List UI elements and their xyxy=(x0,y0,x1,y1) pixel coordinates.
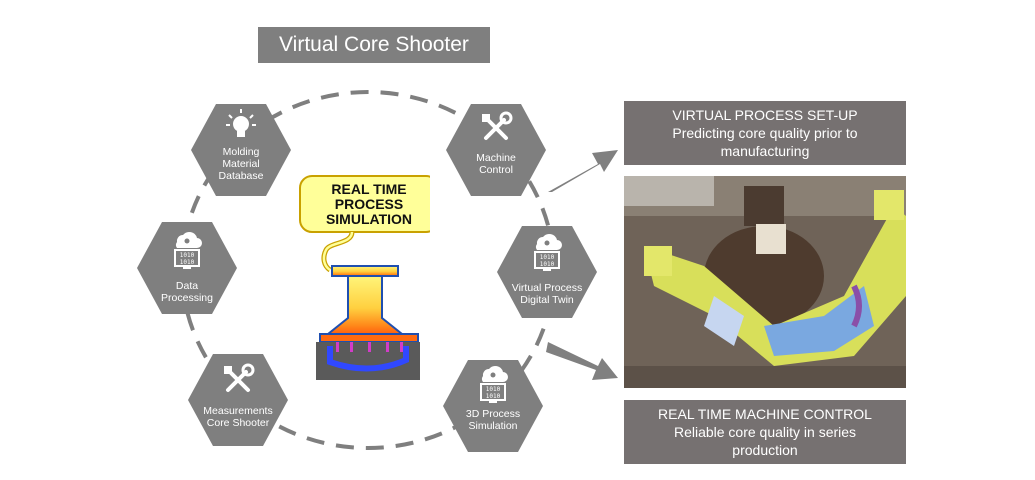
cloud-binary-monitor-icon: 1010 1010 xyxy=(174,231,202,269)
svg-text:1010: 1010 xyxy=(180,252,195,259)
svg-text:1010: 1010 xyxy=(180,259,195,266)
hexagon-shape xyxy=(191,104,291,196)
page-title: Virtual Core Shooter xyxy=(258,27,490,63)
hex-label-line: Core Shooter xyxy=(206,417,270,429)
panel-title: VIRTUAL PROCESS SET-UP xyxy=(672,107,858,123)
tools-icon xyxy=(482,111,513,140)
page-title-text: Virtual Core Shooter xyxy=(279,33,469,56)
hexagon-shape xyxy=(446,104,546,196)
simulation-graphic xyxy=(299,175,430,380)
core-photo xyxy=(624,176,906,388)
speech-bubble xyxy=(299,175,430,233)
hex-label-line: Database xyxy=(218,170,264,182)
bubble-line: PROCESS xyxy=(334,196,404,212)
panel-real-time-machine-control: REAL TIME MACHINE CONTROL Reliable core … xyxy=(624,400,906,464)
hex-label-line: 3D Process xyxy=(465,408,521,420)
hex-label-line: Processing xyxy=(161,292,213,304)
hex-3d-process-simulation: 1010 1010 3D Process Simulation xyxy=(443,356,543,456)
hex-label-line: Virtual Process xyxy=(511,282,583,294)
arrow-to-control xyxy=(546,342,618,380)
bubble-line: REAL TIME xyxy=(331,181,407,197)
tools-icon xyxy=(224,363,255,392)
hex-label-line: Data xyxy=(175,280,199,292)
panel-subtitle-line: Predicting core quality prior to xyxy=(672,125,858,141)
panel-subtitle-line: production xyxy=(732,442,798,458)
hex-machine-control: Machine Control xyxy=(446,100,546,200)
panel-subtitle-line: Reliable core quality in series xyxy=(673,424,857,440)
hexagon-shape xyxy=(497,226,597,318)
panel-title: REAL TIME MACHINE CONTROL xyxy=(658,406,872,422)
svg-text:1010: 1010 xyxy=(486,393,501,400)
cloud-binary-monitor-icon: 1010 1010 xyxy=(480,365,508,403)
bubble-line: SIMULATION xyxy=(325,211,413,227)
hexagon-shape xyxy=(188,354,288,446)
hex-molding-material-database: Molding Material Database xyxy=(191,100,291,200)
svg-text:1010: 1010 xyxy=(540,254,555,261)
arrow-to-setup xyxy=(548,150,618,192)
panel-subtitle-line: manufacturing xyxy=(720,143,810,159)
hexagon-shape xyxy=(443,360,543,452)
hex-data-processing: 1010 1010 Data Processing xyxy=(137,218,237,318)
hex-measurements-core-shooter: Measurements Core Shooter xyxy=(188,350,288,450)
hex-label-line: Molding xyxy=(222,146,260,158)
hex-virtual-process-digital-twin: 1010 1010 Virtual Process Digital Twin xyxy=(497,222,597,322)
hex-label-line: Material xyxy=(222,158,260,170)
svg-text:1010: 1010 xyxy=(540,261,555,268)
svg-text:1010: 1010 xyxy=(486,386,501,393)
cloud-binary-monitor-icon: 1010 1010 xyxy=(534,233,562,271)
hex-label-line: Control xyxy=(479,164,513,176)
panel-virtual-process-setup: VIRTUAL PROCESS SET-UP Predicting core q… xyxy=(624,101,906,165)
hex-label-line: Measurements xyxy=(203,405,273,417)
lightbulb-icon xyxy=(226,109,256,137)
hex-label-line: Machine xyxy=(476,152,516,164)
hex-label-line: Digital Twin xyxy=(520,294,574,306)
hex-label-line: Simulation xyxy=(468,420,518,432)
speech-bubble-tail xyxy=(321,231,355,273)
bubble-text: REAL TIME PROCESS SIMULATION xyxy=(300,182,438,227)
